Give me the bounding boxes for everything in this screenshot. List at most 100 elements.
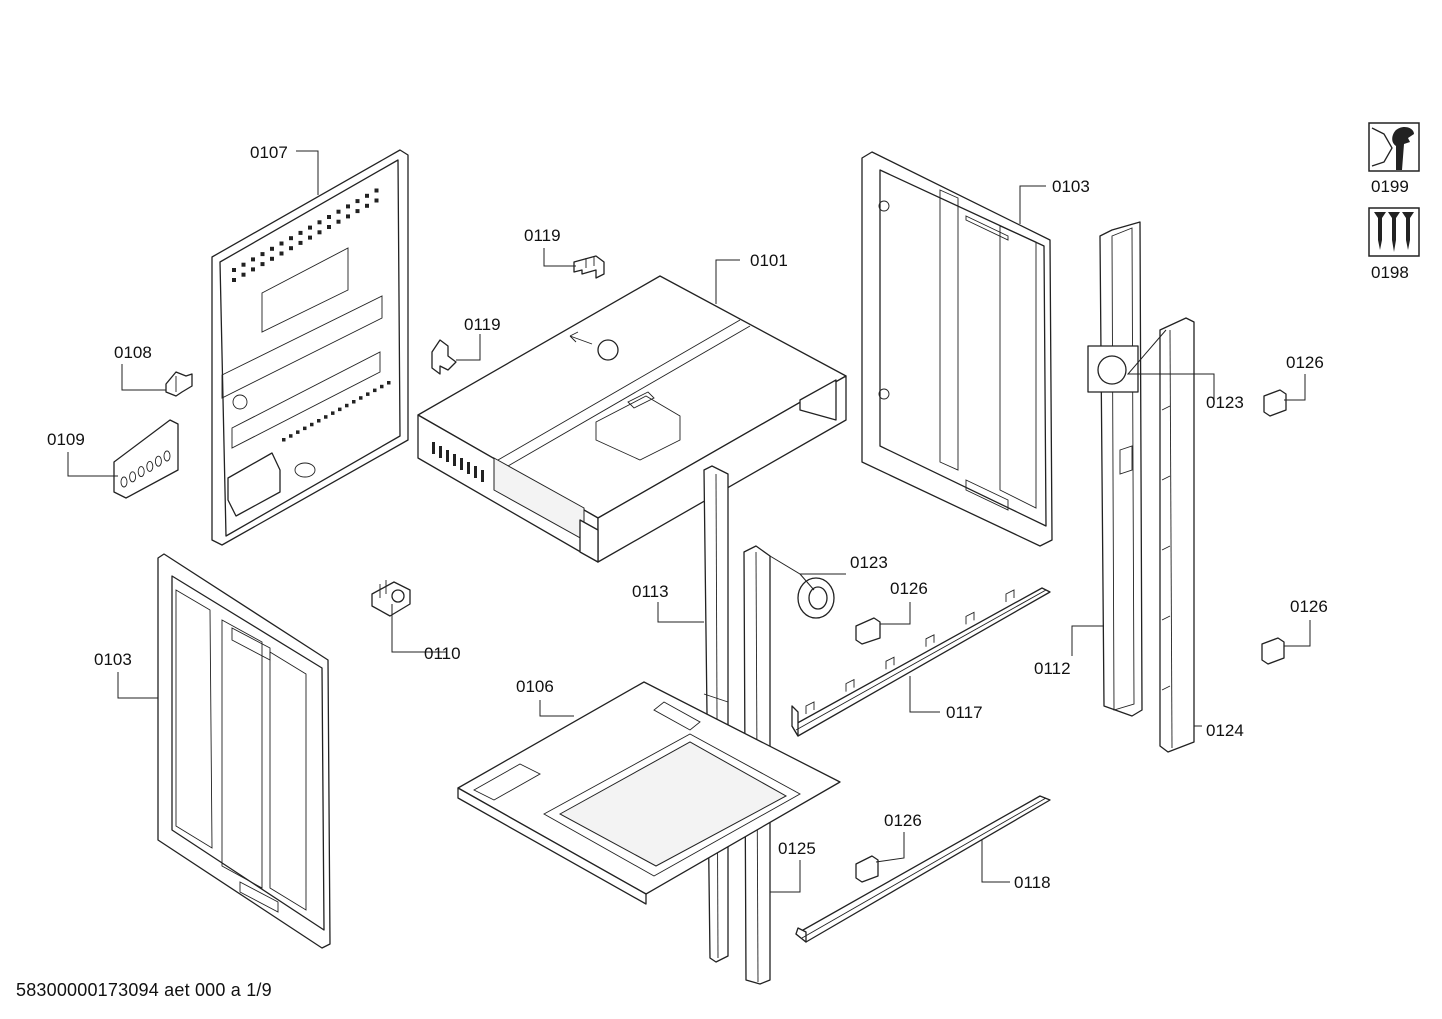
part-labels: 0107 0119 0101 0119 0103 0108 0109 0103 … — [47, 143, 1409, 892]
label-0126-right-top[interactable]: 0126 — [1286, 353, 1324, 372]
detail-mark — [146, 460, 154, 472]
detail-mark — [374, 188, 379, 193]
detail-mark — [279, 241, 284, 246]
detail-mark — [282, 438, 286, 442]
detail-mark — [432, 442, 435, 454]
detail-mark — [232, 268, 236, 272]
detail-mark — [296, 430, 300, 434]
part-0126-clip-d[interactable] — [855, 855, 879, 883]
part-0126-clip-a[interactable] — [855, 617, 881, 645]
label-0103-left[interactable]: 0103 — [94, 650, 132, 669]
part-0103-side-panel-right[interactable] — [861, 151, 1053, 547]
label-0117[interactable]: 0117 — [946, 703, 983, 722]
detail-mark — [324, 415, 328, 419]
label-0126-right-bottom[interactable]: 0126 — [1290, 597, 1328, 616]
part-0109-cable-holder[interactable] — [113, 419, 179, 499]
detail-mark — [317, 419, 321, 423]
detail-mark — [298, 240, 303, 245]
detail-mark — [241, 272, 246, 277]
detail-mark — [303, 426, 307, 431]
detail-mark — [327, 215, 331, 219]
detail-mark — [366, 392, 370, 396]
label-0118[interactable]: 0118 — [1014, 873, 1051, 892]
detail-mark — [460, 458, 463, 470]
document-footer-code: 58300000173094 aet 000 a 1/9 — [16, 980, 272, 1000]
label-0199[interactable]: 0199 — [1371, 177, 1409, 196]
detail-mark — [310, 422, 314, 427]
detail-mark — [355, 209, 360, 214]
detail-mark — [232, 278, 236, 282]
detail-mark — [163, 450, 171, 462]
detail-mark — [1161, 545, 1171, 551]
detail-mark — [380, 384, 384, 389]
detail-mark — [137, 466, 145, 478]
part-0124-vertical-profile[interactable] — [1159, 317, 1195, 753]
label-0124[interactable]: 0124 — [1206, 721, 1244, 740]
part-0108-bracket[interactable] — [165, 371, 193, 397]
part-0110-switch[interactable] — [371, 580, 411, 617]
label-0103-right[interactable]: 0103 — [1052, 177, 1090, 196]
detail-mark — [270, 246, 274, 251]
detail-mark — [260, 252, 265, 257]
label-0125[interactable]: 0125 — [778, 839, 816, 858]
label-0126-bottom[interactable]: 0126 — [884, 811, 922, 830]
label-0119-top[interactable]: 0119 — [524, 226, 561, 245]
part-0107-back-panel[interactable] — [211, 149, 409, 546]
detail-mark — [346, 214, 350, 219]
detail-mark — [279, 251, 284, 256]
label-0109[interactable]: 0109 — [47, 430, 85, 449]
label-0126-middle[interactable]: 0126 — [890, 579, 928, 598]
part-0123-grommet-middle[interactable] — [797, 577, 835, 619]
part-0101-top-cover[interactable] — [417, 275, 847, 563]
label-0106[interactable]: 0106 — [516, 677, 554, 696]
leader-lines — [67, 150, 1311, 893]
label-0113[interactable]: 0113 — [632, 582, 669, 601]
detail-mark — [481, 470, 484, 482]
detail-mark — [1005, 589, 1015, 602]
label-0123-middle[interactable]: 0123 — [850, 553, 888, 572]
label-0107[interactable]: 0107 — [250, 143, 288, 162]
detail-mark — [885, 656, 895, 670]
detail-mark — [925, 634, 935, 647]
wrench-tool-icon[interactable] — [1368, 122, 1420, 172]
detail-mark — [1161, 405, 1171, 411]
part-0112-vertical-bracket[interactable] — [1087, 221, 1143, 717]
detail-mark — [241, 262, 246, 267]
label-0123-right[interactable]: 0123 — [1206, 393, 1244, 412]
label-0119-side[interactable]: 0119 — [464, 315, 501, 334]
detail-mark — [346, 204, 350, 209]
detail-mark — [359, 396, 363, 400]
detail-mark — [965, 611, 975, 625]
label-0198[interactable]: 0198 — [1371, 263, 1409, 282]
detail-mark — [467, 462, 470, 474]
detail-mark — [336, 219, 341, 224]
part-0119-clip-top[interactable] — [573, 255, 605, 279]
label-0108[interactable]: 0108 — [114, 343, 152, 362]
part-0119-clip-side[interactable] — [431, 339, 457, 375]
detail-mark — [1161, 685, 1171, 691]
part-0106-bottom-tray[interactable] — [457, 681, 841, 905]
detail-mark — [120, 476, 128, 488]
detail-mark — [365, 203, 369, 208]
part-0126-clip-c[interactable] — [1261, 637, 1285, 665]
label-0112[interactable]: 0112 — [1034, 659, 1071, 678]
part-0126-clip-b[interactable] — [1263, 389, 1287, 417]
detail-mark — [260, 262, 265, 267]
part-0103-side-panel-left[interactable] — [157, 553, 331, 949]
screws-icon[interactable] — [1368, 207, 1420, 257]
detail-mark — [270, 256, 274, 261]
part-0118-rail[interactable] — [795, 795, 1051, 943]
detail-mark — [453, 454, 456, 466]
detail-mark — [373, 388, 377, 393]
part-0117-rail[interactable] — [791, 587, 1051, 737]
detail-mark — [289, 434, 293, 438]
detail-mark — [327, 225, 331, 229]
detail-mark — [289, 246, 293, 251]
detail-mark — [1161, 475, 1171, 481]
label-0101[interactable]: 0101 — [750, 251, 788, 270]
label-0110[interactable]: 0110 — [424, 644, 461, 663]
detail-mark — [289, 236, 293, 241]
detail-mark — [446, 450, 449, 462]
detail-mark — [308, 235, 312, 240]
